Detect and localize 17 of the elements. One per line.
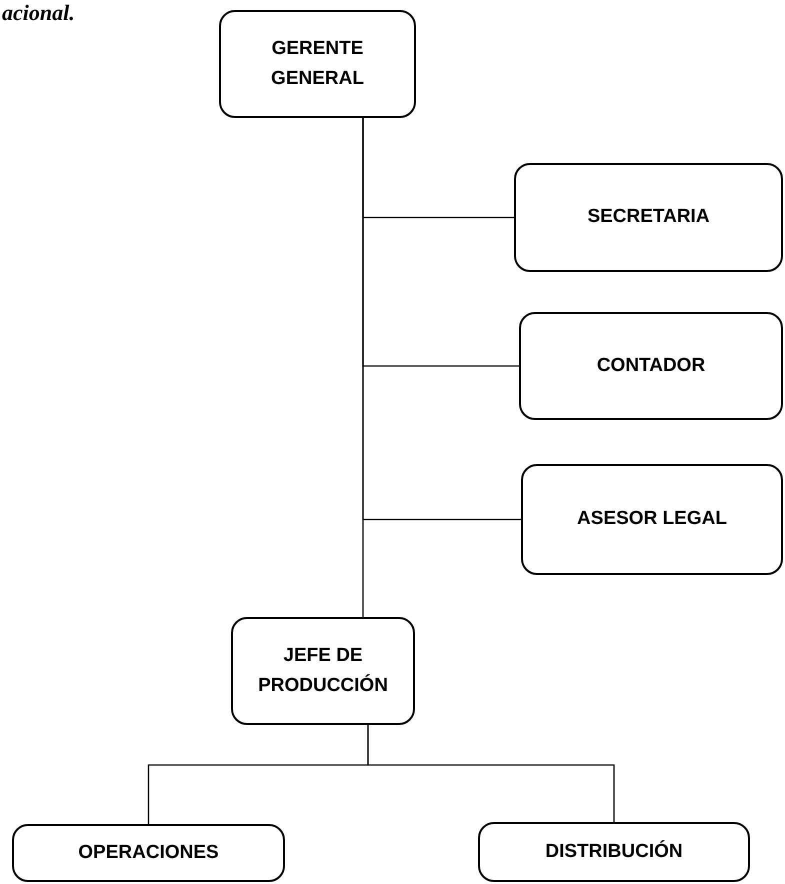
- box-label: SECRETARIA: [586, 205, 711, 230]
- org-box: [231, 617, 415, 725]
- connector-line: [362, 118, 364, 617]
- org-box: [521, 464, 783, 575]
- org-box: [519, 312, 783, 420]
- box-label: ASESOR LEGAL: [576, 507, 728, 532]
- connector-line: [367, 725, 615, 822]
- box-label: GERENTE GENERAL: [270, 36, 365, 91]
- box-label: CONTADOR: [596, 354, 706, 378]
- heading-text: acional.: [2, 0, 75, 26]
- box-label: JEFE DE PRODUCCIÓN: [257, 644, 389, 698]
- box-label: DISTRIBUCIÓN: [544, 839, 684, 864]
- org-box: [514, 163, 783, 272]
- org-box: [12, 824, 285, 882]
- org-box: [219, 10, 416, 118]
- org-box: [478, 822, 750, 882]
- box-label: OPERACIONES: [77, 840, 220, 865]
